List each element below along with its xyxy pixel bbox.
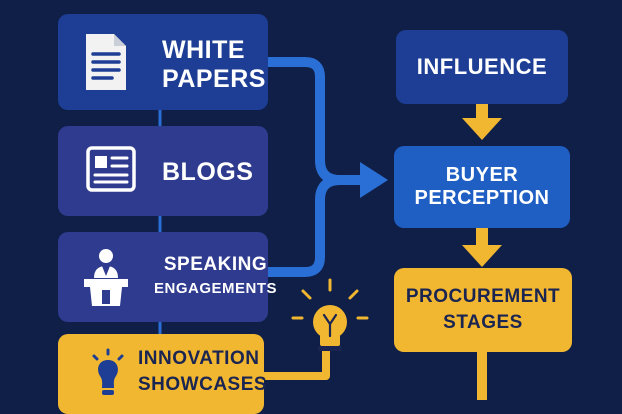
- influence-arrow-shaft: [476, 102, 488, 122]
- connector-layer: [158, 57, 502, 400]
- blogs-box[interactable]: BLOGS: [58, 126, 268, 216]
- innovation-connector: [262, 350, 330, 380]
- document-icon: [86, 34, 126, 90]
- speaker-podium-icon: [84, 249, 128, 306]
- perception-arrow-shaft: [476, 227, 488, 249]
- perception-arrow-head: [462, 245, 502, 267]
- influence-arrow-head: [462, 118, 502, 140]
- procurement-line1: PROCUREMENT: [405, 286, 561, 308]
- speaking-line2: ENGAGEMENTS: [154, 279, 278, 297]
- innovation-line2: SHOWCASES: [138, 373, 268, 395]
- speaking-engagements-label: SPEAKING ENGAGEMENTS: [154, 254, 277, 297]
- procurement-line2: STAGES: [443, 312, 523, 333]
- innovation-showcases-label: INNOVATION SHOWCASES: [138, 348, 267, 396]
- white-papers-box[interactable]: WHITE PAPERS: [58, 14, 268, 110]
- perception-line2: PERCEPTION: [414, 187, 550, 209]
- lightbulb-small-icon: [92, 348, 124, 395]
- white-papers-connector: [260, 57, 373, 185]
- white-papers-line1: WHITE: [162, 36, 246, 64]
- innovation-showcases-box[interactable]: INNOVATION SHOWCASES: [58, 334, 267, 414]
- blogs-label: BLOGS: [162, 158, 254, 186]
- buyer-perception-label: BUYER PERCEPTION: [414, 164, 549, 210]
- influence-box[interactable]: INFLUENCE: [396, 30, 568, 104]
- speaking-connector: [260, 175, 345, 277]
- procurement-tail: [477, 350, 487, 400]
- white-papers-label: WHITE PAPERS: [162, 36, 266, 94]
- buyer-perception-box[interactable]: BUYER PERCEPTION: [394, 146, 570, 228]
- procurement-stages-box[interactable]: PROCUREMENT STAGES: [394, 268, 572, 352]
- innovation-line1: INNOVATION: [138, 348, 260, 369]
- article-icon: [86, 146, 136, 192]
- speaking-line1: SPEAKING: [163, 254, 268, 275]
- procurement-stages-label: PROCUREMENT STAGES: [406, 286, 560, 334]
- lightbulb-icon: [291, 278, 369, 351]
- perception-line1: BUYER: [445, 164, 519, 186]
- white-papers-line2: PAPERS: [162, 64, 266, 93]
- influence-label: INFLUENCE: [416, 54, 548, 80]
- perception-arrowhead: [360, 162, 388, 198]
- speaking-engagements-box[interactable]: SPEAKING ENGAGEMENTS: [58, 232, 277, 322]
